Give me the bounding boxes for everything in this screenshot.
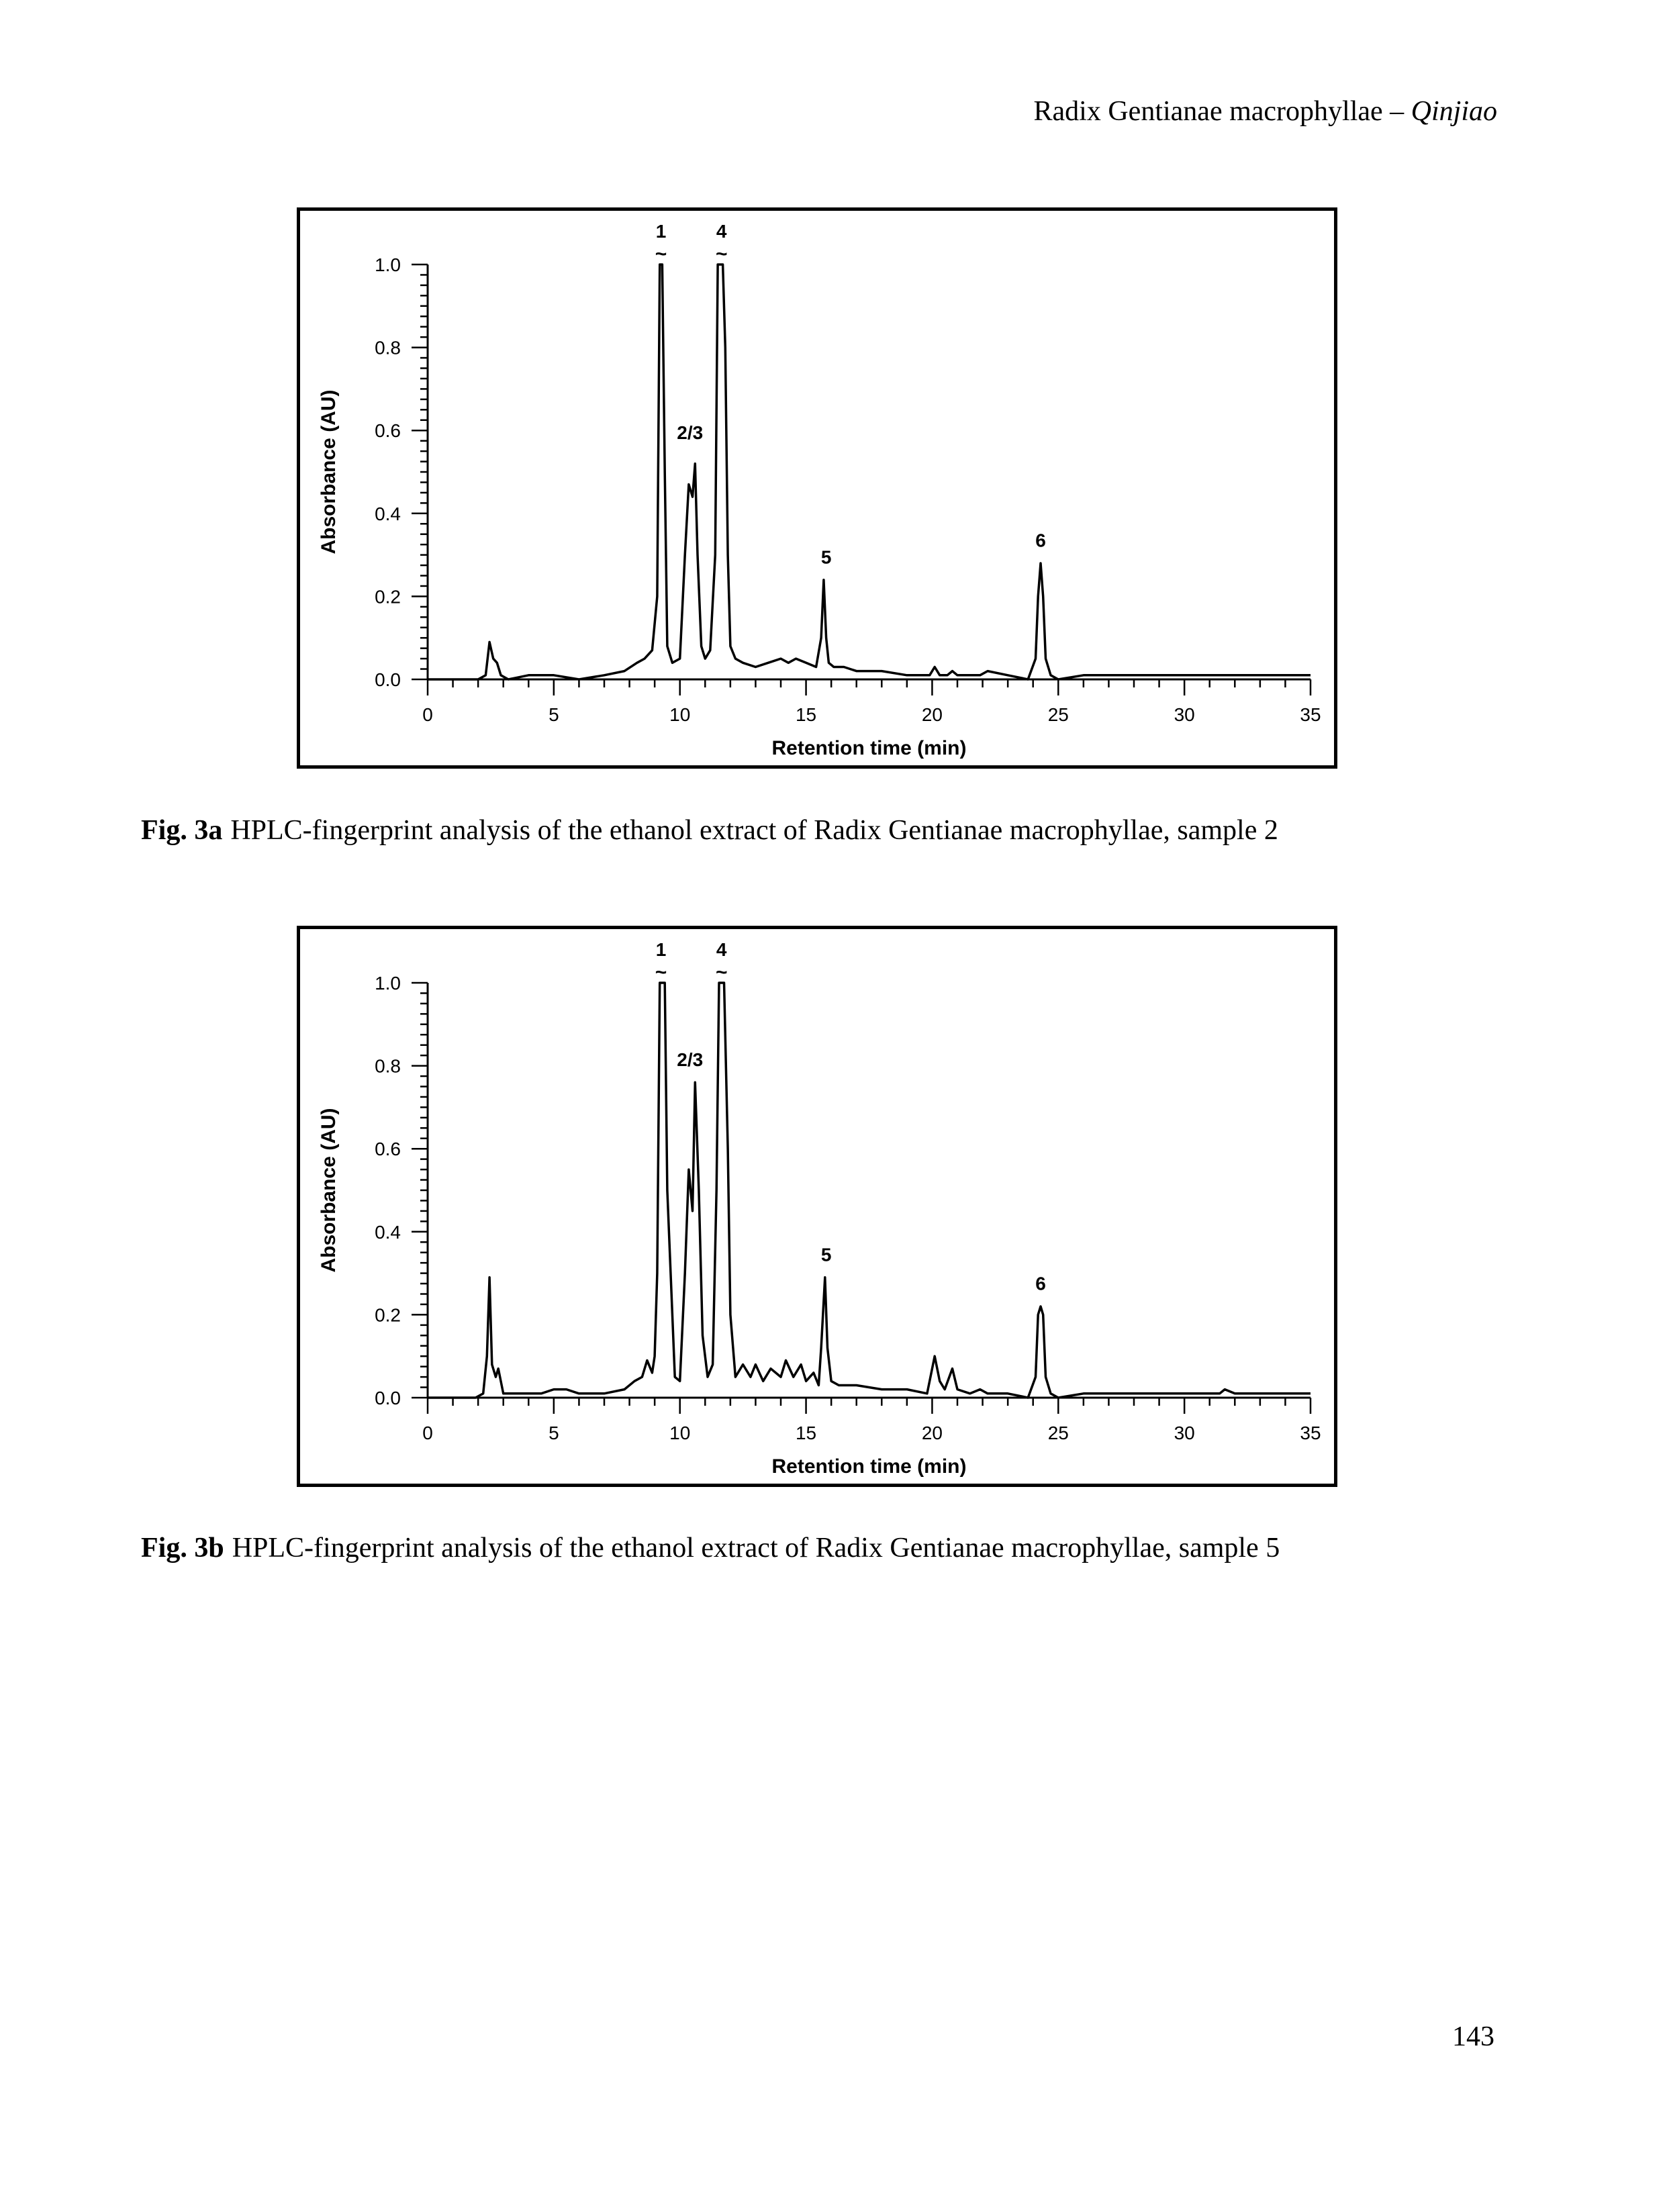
y-tick-label: 0.0: [375, 1388, 401, 1408]
y-tick-label: 1.0: [375, 254, 401, 275]
y-tick-label: 0.4: [375, 1222, 401, 1243]
chromatogram-trace: [428, 981, 1311, 1399]
chromatogram-trace: [428, 263, 1311, 681]
peak-label-5: 5: [821, 1244, 832, 1265]
peak-label-1: 1: [656, 939, 667, 960]
figure-caption-text: HPLC-fingerprint analysis of the ethanol…: [230, 815, 1278, 846]
peak-label-4: 4: [716, 221, 727, 242]
x-tick-label: 15: [796, 704, 816, 725]
running-head: Radix Gentianae macrophyllae – Qinjiao: [1034, 95, 1497, 128]
peak-label-5: 5: [821, 546, 832, 567]
y-axis-title: Absorbance (AU): [318, 1108, 340, 1272]
x-axis-title: Retention time (min): [772, 1455, 967, 1478]
x-tick-label: 20: [922, 1423, 943, 1443]
figure-caption-label: Fig. 3a: [141, 815, 223, 846]
peak-label-6: 6: [1035, 1273, 1046, 1294]
x-tick-label: 30: [1174, 704, 1195, 725]
y-tick-label: 0.6: [375, 1139, 401, 1159]
x-tick-label: 10: [669, 704, 690, 725]
y-tick-label: 1.0: [375, 973, 401, 994]
x-tick-label: 25: [1048, 704, 1069, 725]
page-number: 143: [1452, 2021, 1494, 2052]
peak-label-2-3: 2/3: [677, 1049, 703, 1070]
y-tick-label: 0.2: [375, 586, 401, 607]
y-tick-label: 0.0: [375, 669, 401, 690]
x-axis-title: Retention time (min): [772, 737, 967, 759]
peak-label-2-3: 2/3: [677, 422, 703, 443]
peak-label-6: 6: [1035, 530, 1046, 551]
x-tick-label: 35: [1300, 1423, 1321, 1443]
running-head-title-italic: Qinjiao: [1411, 96, 1497, 127]
x-tick-label: 20: [922, 704, 943, 725]
y-tick-label: 0.2: [375, 1304, 401, 1325]
figure-caption-text: HPLC-fingerprint analysis of the ethanol…: [232, 1533, 1280, 1564]
y-tick-label: 0.8: [375, 338, 401, 358]
peak-label-4: 4: [716, 939, 727, 960]
y-tick-label: 0.8: [375, 1056, 401, 1077]
x-tick-label: 10: [669, 1423, 690, 1443]
x-tick-label: 35: [1300, 704, 1321, 725]
running-head-title: Radix Gentianae macrophyllae –: [1033, 96, 1411, 127]
x-tick-label: 0: [422, 704, 433, 725]
y-axis-title: Absorbance (AU): [318, 389, 340, 554]
y-tick-label: 0.6: [375, 420, 401, 441]
axis-break-mark: ~: [655, 961, 667, 983]
x-tick-label: 30: [1174, 1423, 1195, 1443]
y-tick-label: 0.4: [375, 503, 401, 524]
x-tick-label: 0: [422, 1423, 433, 1443]
axis-break-mark: ~: [655, 243, 667, 265]
peak-label-1: 1: [656, 221, 667, 242]
axis-break-mark: ~: [716, 243, 728, 265]
x-tick-label: 5: [549, 1423, 559, 1443]
figure-caption-label: Fig. 3b: [141, 1533, 224, 1564]
x-tick-label: 15: [796, 1423, 816, 1443]
x-tick-label: 5: [549, 704, 559, 725]
x-tick-label: 25: [1048, 1423, 1069, 1443]
figure-caption-3b: Fig. 3b HPLC-fingerprint analysis of the …: [141, 1532, 1280, 1564]
axis-break-mark: ~: [716, 961, 728, 983]
